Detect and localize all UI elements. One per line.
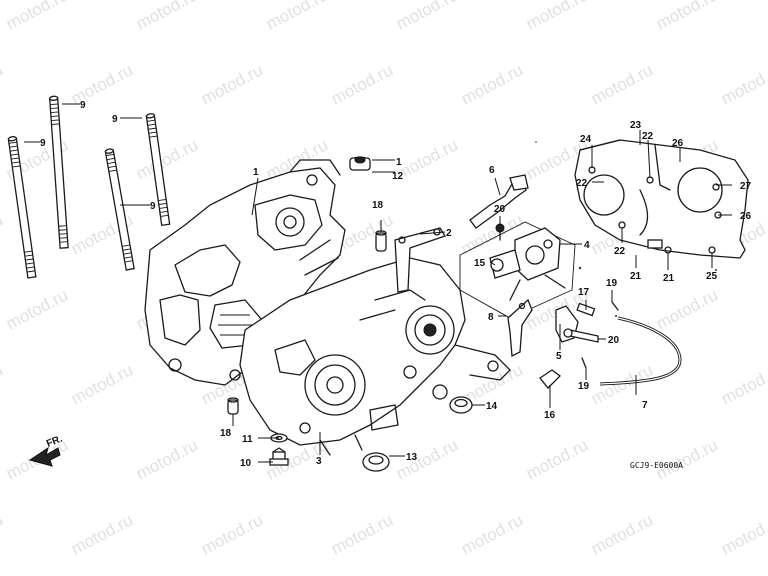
callout-1: 1 xyxy=(396,157,402,168)
scan-specks xyxy=(535,141,717,317)
callout-22: 22 xyxy=(642,131,654,142)
callout-14: 14 xyxy=(486,401,498,412)
callout-18: 18 xyxy=(220,428,232,439)
watermark-text: motod.ru xyxy=(523,0,591,34)
callout-25: 25 xyxy=(706,271,718,282)
watermark-text: motod.ru xyxy=(133,135,201,183)
watermark-text: motod.ru xyxy=(328,510,396,558)
callout-3: 3 xyxy=(316,456,322,467)
watermark-text: motod.ru xyxy=(588,510,656,558)
watermark-text: motod.ru xyxy=(198,510,266,558)
watermark-text: motod.ru xyxy=(718,360,768,408)
callout-1: 1 xyxy=(253,167,259,178)
callout-4: 4 xyxy=(584,240,590,251)
callout-27: 27 xyxy=(740,181,752,192)
watermark-text: motod.ru xyxy=(393,0,461,34)
callout-18: 18 xyxy=(372,200,384,211)
watermark-text: motod.ru xyxy=(263,0,331,34)
callout-19: 19 xyxy=(606,278,618,289)
stud-bolt-b xyxy=(48,95,69,249)
drain-bolt xyxy=(269,433,289,466)
watermark-text: motod.ru xyxy=(458,60,526,108)
callout-5: 5 xyxy=(556,351,562,362)
callout-9: 9 xyxy=(40,138,46,149)
callout-22: 22 xyxy=(614,246,626,257)
watermark-text: motod.ru xyxy=(0,360,6,408)
watermark-text: motod.ru xyxy=(458,510,526,558)
callout-labels: 1 1 2 3 4 5 6 7 8 9 9 9 9 10 11 12 13 14… xyxy=(40,100,752,469)
callout-9: 9 xyxy=(112,114,118,125)
watermark-text: motod.ru xyxy=(653,285,721,333)
watermark-text: motod.ru xyxy=(393,135,461,183)
watermark-text: motod.ru xyxy=(68,360,136,408)
watermark-text: motod.ru xyxy=(0,60,6,108)
callout-12: 12 xyxy=(392,171,404,182)
stud-bolt-c xyxy=(104,148,135,271)
callout-6: 6 xyxy=(489,165,495,176)
stud-bolt-a xyxy=(7,136,37,279)
callout-26: 26 xyxy=(672,138,684,149)
watermark-text: motod.ru xyxy=(588,60,656,108)
callout-16: 16 xyxy=(544,410,556,421)
watermark-text: motod.ru xyxy=(718,510,768,558)
stud-bolt-set xyxy=(7,95,171,279)
bushings xyxy=(227,156,387,415)
callout-13: 13 xyxy=(406,452,418,463)
watermark-text: motod.ru xyxy=(393,435,461,483)
watermark-text: motod.ru xyxy=(133,435,201,483)
callout-20: 20 xyxy=(494,204,506,215)
callout-22: 22 xyxy=(576,178,588,189)
callout-15: 15 xyxy=(474,258,486,269)
callout-10: 10 xyxy=(240,458,252,469)
watermark-text: motod.ru xyxy=(68,510,136,558)
clamp-6 xyxy=(469,174,529,229)
watermark-text: motod.ru xyxy=(653,435,721,483)
callout-23: 23 xyxy=(630,120,642,131)
gasket-cover xyxy=(574,139,749,259)
callout-9: 9 xyxy=(80,100,86,111)
callout-7: 7 xyxy=(642,400,648,411)
watermark-text: motod.ru xyxy=(3,0,71,34)
leader-lines xyxy=(24,103,732,463)
callout-21: 21 xyxy=(630,271,642,282)
callout-17: 17 xyxy=(578,287,590,298)
watermark-text: motod.ru xyxy=(3,285,71,333)
callout-2: 2 xyxy=(446,228,452,239)
watermark-text: motod.ru xyxy=(653,0,721,34)
watermark-text: motod.ru xyxy=(0,210,6,258)
callout-20: 20 xyxy=(608,335,620,346)
watermark-text: motod.ru xyxy=(718,60,768,108)
watermark-text: motod.ru xyxy=(523,435,591,483)
callout-26: 26 xyxy=(740,211,752,222)
callout-9: 9 xyxy=(150,201,156,212)
crankcase-right xyxy=(239,257,511,456)
watermark-text: motod.ru xyxy=(328,60,396,108)
callout-11: 11 xyxy=(242,434,253,445)
oil-pump-assembly xyxy=(459,221,576,319)
callout-19: 19 xyxy=(578,381,590,392)
oil-hose xyxy=(599,316,682,386)
watermark-text: motod.ru xyxy=(133,0,201,34)
plate-8 xyxy=(507,298,533,358)
diagram-code: GCJ9-E0600A xyxy=(630,461,683,470)
watermark-text: motod.ru xyxy=(68,60,136,108)
callout-21: 21 xyxy=(663,273,675,284)
stud-bolt-d xyxy=(145,113,171,227)
callout-8: 8 xyxy=(488,312,494,323)
callout-24: 24 xyxy=(580,134,592,145)
crankcase-left xyxy=(144,159,346,386)
watermark-text: motod.ru xyxy=(198,60,266,108)
watermark-text: motod.ru xyxy=(0,510,6,558)
